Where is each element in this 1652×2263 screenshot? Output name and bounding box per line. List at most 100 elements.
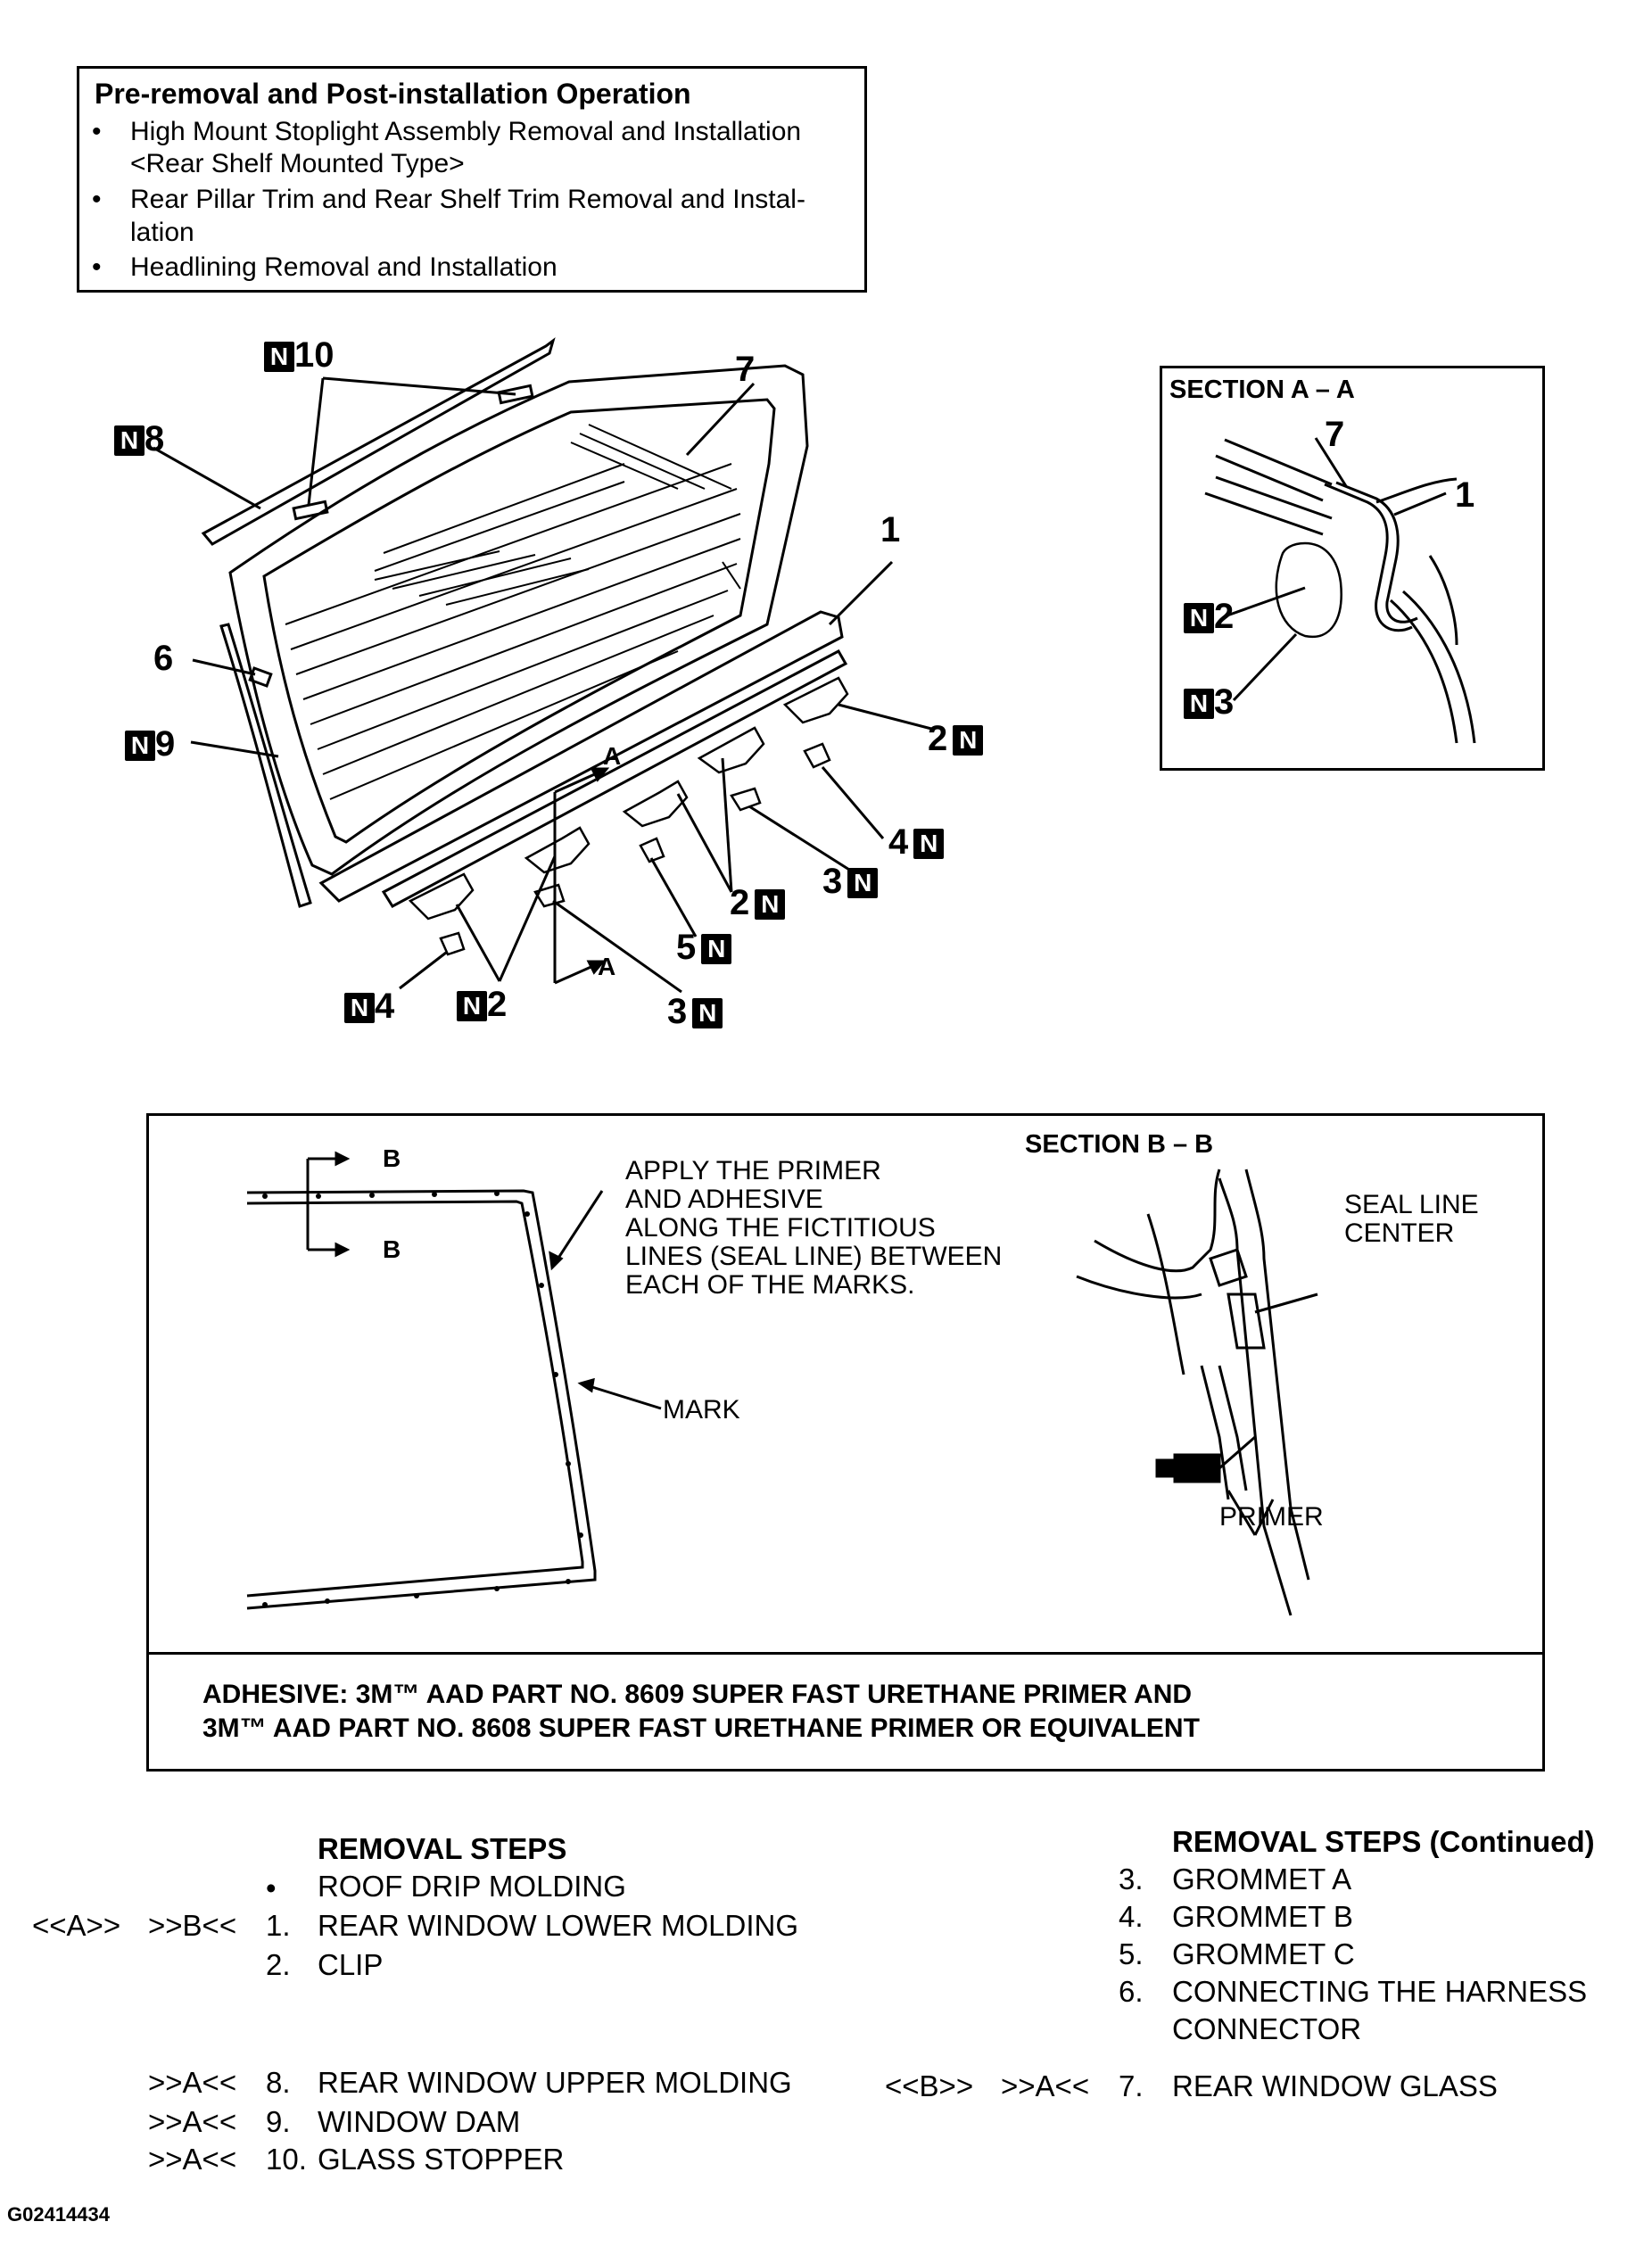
new-part-icon: N bbox=[701, 934, 732, 965]
step-number: 1. bbox=[266, 1909, 291, 1942]
callout-number: 3 bbox=[667, 992, 688, 1031]
section-aa-title: SECTION A – A bbox=[1169, 376, 1355, 404]
pre-item-3: • bbox=[92, 251, 102, 285]
callout-number: 9 bbox=[155, 724, 176, 764]
pre-item-1-line1: High Mount Stoplight Assembly Removal an… bbox=[130, 117, 802, 146]
step-label: ROOF DRIP MOLDING bbox=[318, 1870, 626, 1903]
step-label: REAR WINDOW GLASS bbox=[1172, 2069, 1498, 2102]
new-part-icon: N bbox=[913, 829, 945, 860]
step-number: 6. bbox=[1119, 1975, 1144, 2008]
callout-number: 4 bbox=[375, 987, 395, 1026]
step-label: CONNECTING THE HARNESS bbox=[1172, 1975, 1588, 2008]
new-part-icon: N bbox=[847, 868, 879, 899]
primer-box: B B APPLY THE PRIMER AND ADHESIVE ALONG … bbox=[146, 1113, 1545, 1772]
new-part-icon: N bbox=[264, 342, 294, 373]
removal-steps-heading: REMOVAL STEPS bbox=[318, 1832, 567, 1865]
new-part-icon: N bbox=[344, 993, 375, 1024]
new-part-icon: N bbox=[953, 725, 984, 756]
step-label: WINDOW DAM bbox=[318, 2105, 521, 2138]
step-mark: >>A<< bbox=[148, 2066, 237, 2099]
callout-7: 7 bbox=[735, 350, 756, 389]
step-label: GLASS STOPPER bbox=[318, 2143, 565, 2176]
step-mark: <<A>> bbox=[32, 1909, 121, 1942]
seal-line-label-2: CENTER bbox=[1344, 1218, 1455, 1248]
step-number: 5. bbox=[1119, 1937, 1144, 1970]
section-arrow-label-bottom: A bbox=[598, 953, 616, 980]
pre-item-1: • bbox=[92, 115, 102, 149]
new-part-icon: N bbox=[755, 889, 786, 921]
step-number: 8. bbox=[266, 2066, 291, 2099]
section-aa-drawing bbox=[1204, 437, 1476, 744]
seal-line-label-1: SEAL LINE bbox=[1344, 1190, 1479, 1219]
step-label: CLIP bbox=[318, 1948, 384, 1981]
note-line-4: LINES (SEAL LINE) BETWEEN bbox=[625, 1242, 1003, 1271]
new-part-icon: N bbox=[692, 998, 723, 1029]
step-label: GROMMET C bbox=[1172, 1937, 1355, 1970]
rear-window-lower-molding bbox=[318, 610, 844, 903]
pre-item-3-line1: Headlining Removal and Installation bbox=[130, 252, 558, 282]
primer-label: PRIMER bbox=[1219, 1502, 1324, 1532]
aa-callout-1: 1 bbox=[1455, 475, 1475, 515]
b-label-top: B bbox=[383, 1144, 401, 1172]
pre-removal-box: Pre-removal and Post-installation Operat… bbox=[77, 66, 867, 293]
step-mark: >>A<< bbox=[1001, 2069, 1090, 2102]
callout-number: 2 bbox=[928, 719, 948, 758]
step-number: 3. bbox=[1119, 1862, 1144, 1895]
callout-number: 5 bbox=[676, 928, 697, 967]
pre-item-2: • bbox=[92, 183, 102, 217]
step-label: REAR WINDOW LOWER MOLDING bbox=[318, 1909, 799, 1942]
note-line-3: ALONG THE FICTITIOUS bbox=[625, 1213, 936, 1243]
step-number: 7. bbox=[1119, 2069, 1144, 2102]
step-mark: >>A<< bbox=[148, 2143, 237, 2176]
removal-steps-continued-heading: REMOVAL STEPS (Continued) bbox=[1172, 1825, 1595, 1858]
pre-item-2-line1: Rear Pillar Trim and Rear Shelf Trim Rem… bbox=[130, 185, 805, 214]
step-mark: <<B>> bbox=[885, 2069, 974, 2102]
adhesive-line-1: ADHESIVE: 3M™ AAD PART NO. 8609 SUPER FA… bbox=[202, 1680, 1193, 1709]
new-part-icon: N bbox=[114, 425, 145, 457]
new-part-icon: N bbox=[1184, 603, 1214, 634]
callout-1: 1 bbox=[880, 510, 901, 549]
step-mark: >>A<< bbox=[148, 2105, 237, 2138]
clips bbox=[408, 676, 849, 921]
callout-number: 3 bbox=[1214, 682, 1235, 722]
pre-item-1-line2: <Rear Shelf Mounted Type> bbox=[130, 149, 465, 178]
callout-number: 8 bbox=[145, 419, 165, 458]
callout-number: 4 bbox=[888, 822, 909, 862]
step-label: GROMMET A bbox=[1172, 1862, 1352, 1895]
step-label: REAR WINDOW UPPER MOLDING bbox=[318, 2066, 792, 2099]
pre-removal-title: Pre-removal and Post-installation Operat… bbox=[95, 78, 691, 110]
note-line-2: AND ADHESIVE bbox=[625, 1185, 823, 1214]
b-label-bottom: B bbox=[383, 1235, 401, 1263]
section-bb-title: SECTION B – B bbox=[1025, 1130, 1214, 1159]
callout-number: 2 bbox=[730, 883, 750, 922]
callout-number: 2 bbox=[1214, 597, 1235, 636]
mark-label: MARK bbox=[663, 1395, 740, 1425]
new-part-icon: N bbox=[457, 991, 487, 1022]
new-part-icon: N bbox=[1184, 689, 1214, 720]
callout-number: 3 bbox=[822, 862, 843, 901]
divider bbox=[149, 1652, 1542, 1655]
callout-number: 10 bbox=[294, 335, 335, 375]
section-arrow-label-top: A bbox=[603, 742, 622, 770]
note-line-5: EACH OF THE MARKS. bbox=[625, 1270, 915, 1300]
pre-item-2-line2: lation bbox=[130, 218, 194, 247]
step-number: 9. bbox=[266, 2105, 291, 2138]
roof-drip-molding bbox=[201, 337, 556, 546]
exploded-view-diagram bbox=[153, 337, 936, 994]
rear-window-glass bbox=[228, 364, 809, 876]
step-number: 2. bbox=[266, 1948, 291, 1981]
step-mark: >>B<< bbox=[148, 1909, 237, 1942]
new-part-icon: N bbox=[125, 731, 155, 762]
window-dam bbox=[219, 623, 312, 908]
